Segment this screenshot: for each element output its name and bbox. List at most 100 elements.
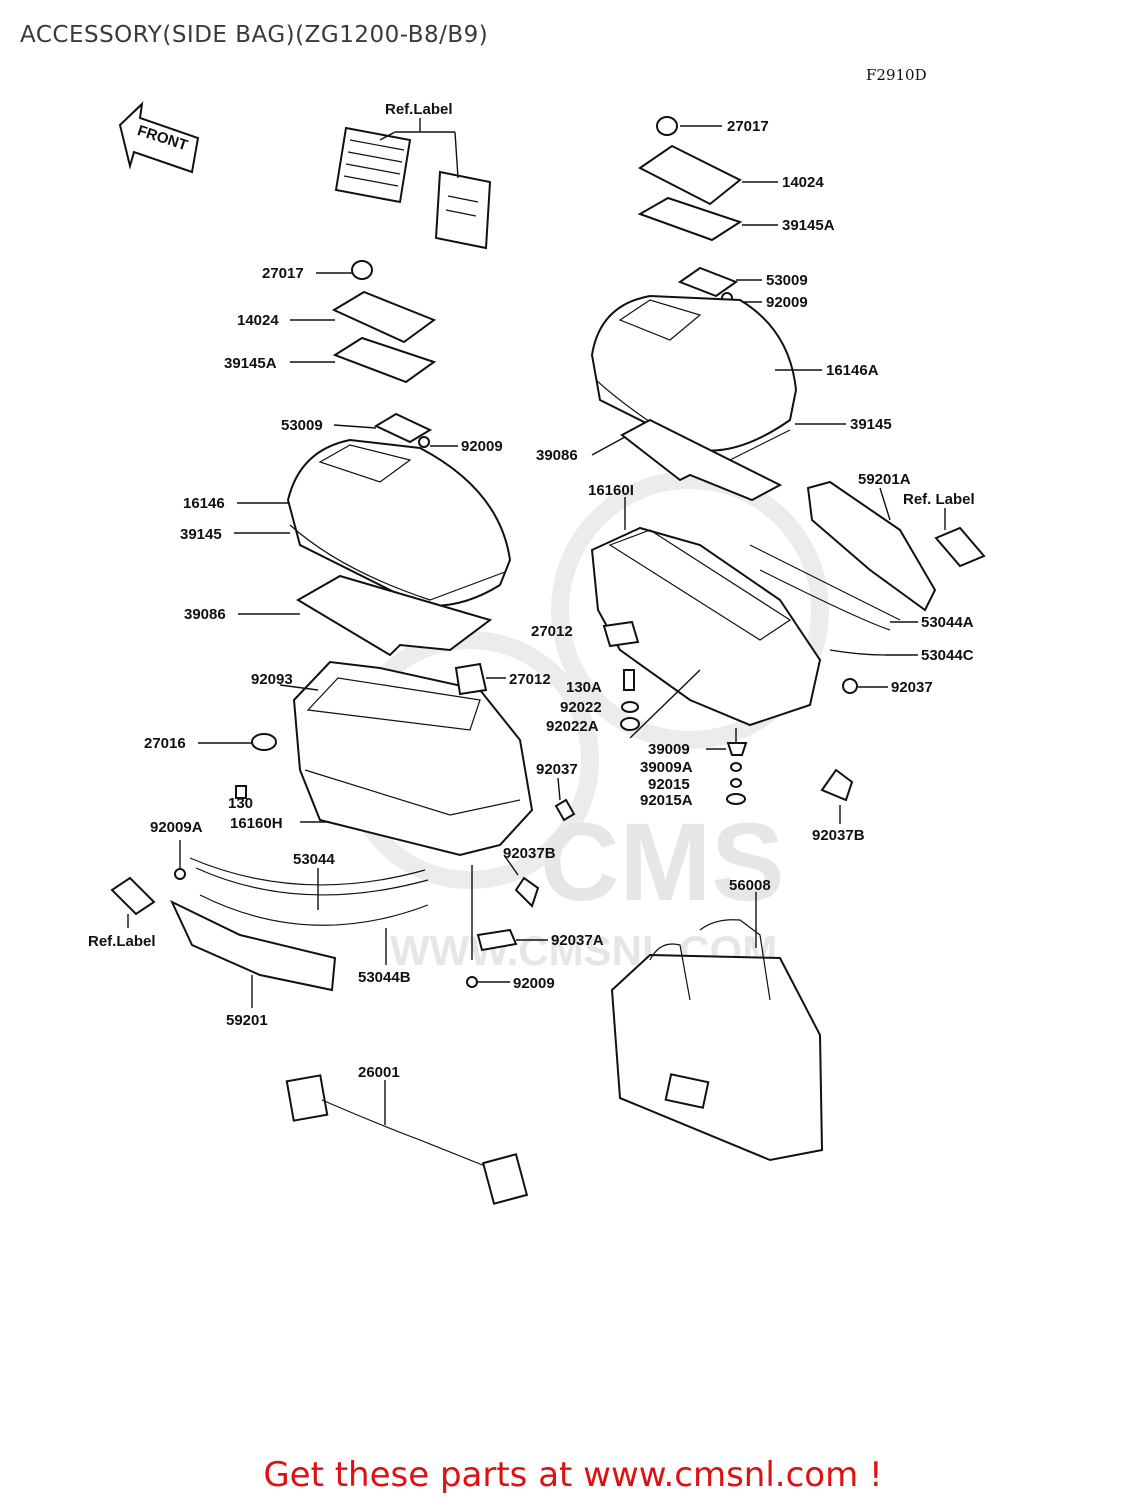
callout-r-92022A: 92022A (546, 718, 599, 735)
harness-wire (321, 1099, 491, 1169)
right-gasket-39145A (637, 196, 743, 242)
footer-link-text[interactable]: Get these parts at www.cmsnl.com ! (263, 1455, 883, 1495)
right-molding-53044C (829, 649, 886, 656)
left-molding-53044-inner (195, 867, 429, 896)
right-lock-cover-14024 (638, 144, 742, 206)
watermark: CMS WWW.CMSNL.COM (341, 471, 829, 974)
right-grommet-39009 (726, 742, 748, 756)
callout-r-59201A: 59201A (858, 471, 911, 488)
right-washer-92022A (620, 717, 640, 731)
callout-r-92037B-r: 92037B (812, 827, 865, 844)
callout-r-39009: 39009 (648, 741, 690, 758)
left-lock-cover-14024 (331, 290, 437, 344)
callout-l-92009: 92009 (461, 438, 503, 455)
right-mat-39086 (620, 418, 783, 502)
callout-r-16160I: 16160I (588, 482, 634, 499)
callout-l-16160H: 16160H (230, 815, 283, 832)
callout-r-92015: 92015 (648, 776, 690, 793)
left-panel-group: 92009A 53044 53044B 59201 Ref.Label (88, 819, 429, 1029)
left-ref-label-card (110, 876, 156, 916)
right-washer-92015A (726, 793, 746, 805)
diagram-code: F2910D (866, 66, 927, 84)
right-clip-92037 (842, 678, 858, 694)
harness-group: 26001 (285, 1064, 529, 1205)
right-bolt-130A (623, 669, 635, 691)
left-lid-16146 (286, 438, 512, 607)
front-arrow: FRONT (118, 101, 200, 174)
callout-r-53044C: 53044C (921, 647, 974, 664)
callout-l-59201: 59201 (226, 1012, 268, 1029)
callout-l-27017: 27017 (262, 265, 304, 282)
callout-r-39086: 39086 (536, 447, 578, 464)
left-molding-53044B (199, 894, 429, 926)
left-screw-92009-b (466, 976, 478, 988)
bag-handle-left (649, 943, 691, 1001)
left-plate-92037A (476, 928, 518, 952)
callout-r-53009: 53009 (766, 272, 808, 289)
callout-l-53044: 53044 (293, 851, 335, 868)
callout-l-39086: 39086 (184, 606, 226, 623)
left-hinge-53009 (373, 412, 433, 444)
harness-connector-left (285, 1074, 329, 1122)
watermark-ring-right (551, 471, 829, 749)
right-collar-39009A (730, 762, 742, 772)
callout-r-14024: 14024 (782, 174, 824, 191)
right-ref-label-card (934, 526, 986, 568)
callout-l-39145A: 39145A (224, 355, 277, 372)
left-lock-27016 (251, 733, 277, 751)
callout-l-92009-b: 92009 (513, 975, 555, 992)
callout-l-92093: 92093 (251, 671, 293, 688)
callout-l-92037A: 92037A (551, 932, 604, 949)
bag-handle-right (699, 919, 771, 1001)
callout-ref-label-right: Ref. Label (903, 491, 975, 508)
callout-l-39145: 39145 (180, 526, 222, 543)
left-clip-92037B (514, 876, 540, 908)
bag-group: 56008 (610, 877, 824, 1162)
right-panel-59201A (806, 480, 937, 612)
callout-r-92037-r: 92037 (891, 679, 933, 696)
callout-r-27012: 27012 (531, 623, 573, 640)
callout-r-39009A: 39009A (640, 759, 693, 776)
right-lid-group: 27017 14024 39145A 53009 92009 16146A 39… (536, 116, 892, 502)
callout-l-16146: 16146 (183, 495, 225, 512)
callout-r-26001: 26001 (358, 1064, 400, 1081)
callout-l-53009: 53009 (281, 417, 323, 434)
callout-l-92037: 92037 (536, 761, 578, 778)
bag-label-pocket (664, 1073, 710, 1109)
right-molding-53044A (759, 569, 891, 631)
callout-l-92009A: 92009A (150, 819, 203, 836)
page-title: ACCESSORY(SIDE BAG)(ZG1200-B8/B9) (20, 22, 489, 48)
ref-label-card-2 (434, 170, 492, 250)
callout-r-130A: 130A (566, 679, 602, 696)
callout-r-92022: 92022 (560, 699, 602, 716)
left-lock-27017 (351, 260, 373, 280)
left-screw-92009 (418, 436, 430, 448)
callout-ref-label-left: Ref.Label (88, 933, 156, 950)
right-clip-92037B (820, 768, 854, 802)
ref-label-cards: Ref.Label (334, 101, 492, 250)
left-panel-59201 (169, 899, 337, 992)
callout-r-92015A: 92015A (640, 792, 693, 809)
left-screw-92009A (174, 868, 186, 880)
callout-r-92009-a: 92009 (766, 294, 808, 311)
left-mat-39086 (296, 574, 493, 657)
callout-l-27016: 27016 (144, 735, 186, 752)
left-clip-92037 (554, 798, 576, 822)
callout-r-56008: 56008 (729, 877, 771, 894)
callout-l-14024: 14024 (237, 312, 279, 329)
left-case-group: 92093 27012 27016 130 92037 16160H 92037… (144, 660, 604, 992)
right-bracket-27012 (602, 620, 640, 648)
callout-l-27012: 27012 (509, 671, 551, 688)
right-washer-92015 (730, 778, 742, 788)
right-lid-16146A (590, 294, 798, 452)
front-arrow-shape (118, 101, 200, 174)
left-bracket-27012 (454, 662, 488, 696)
callout-r-16146A: 16146A (826, 362, 879, 379)
ref-label-card-1 (334, 126, 412, 204)
left-gasket-39145A (332, 336, 437, 384)
callout-l-92037B: 92037B (503, 845, 556, 862)
right-washer-92022 (621, 701, 639, 713)
left-case-16160H (292, 660, 534, 857)
left-bolt-130 (235, 785, 247, 799)
